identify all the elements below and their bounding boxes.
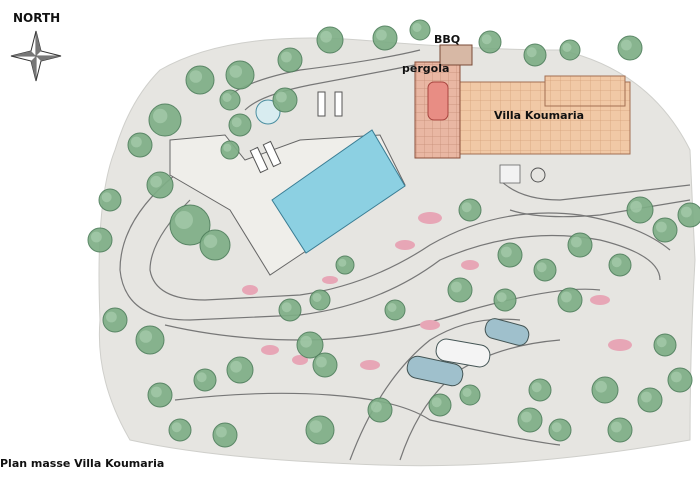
tree-highlight xyxy=(106,311,117,323)
tree-highlight xyxy=(656,337,667,348)
tree-highlight xyxy=(131,136,142,148)
tree-highlight xyxy=(230,360,242,373)
tree-highlight xyxy=(309,420,323,433)
north-label: NORTH xyxy=(13,11,61,25)
compass-rose-icon xyxy=(10,30,62,82)
tree-highlight xyxy=(216,426,227,438)
tree-highlight xyxy=(189,70,203,83)
tree-highlight xyxy=(526,47,537,58)
tree-highlight xyxy=(91,231,102,243)
bbq-label: BBQ xyxy=(434,33,461,46)
map-caption: Plan masse Villa Koumaria xyxy=(0,457,165,470)
tree-highlight xyxy=(462,388,472,397)
tree-highlight xyxy=(621,39,632,51)
pergola-label: pergola xyxy=(402,62,450,75)
tree-highlight xyxy=(496,292,507,303)
tree-highlight xyxy=(671,371,682,383)
tree-highlight xyxy=(171,422,182,433)
sun-lounger xyxy=(249,146,269,174)
tree-highlight xyxy=(139,330,153,343)
sun-lounger xyxy=(262,140,282,168)
tree-highlight xyxy=(461,202,472,213)
tree-highlight xyxy=(561,291,572,303)
tree-highlight xyxy=(412,23,422,32)
villa-wing xyxy=(544,75,626,107)
dining-table xyxy=(427,81,449,121)
tree-highlight xyxy=(316,356,327,368)
tree-highlight xyxy=(231,117,242,128)
tree-highlight xyxy=(175,211,193,229)
tree-highlight xyxy=(151,386,162,398)
tree-highlight xyxy=(300,335,312,348)
villa-steps xyxy=(499,164,521,184)
tree-highlight xyxy=(630,200,642,213)
tree-highlight xyxy=(196,372,207,383)
tree-highlight xyxy=(281,302,292,313)
tree-highlight xyxy=(431,397,442,408)
tree-highlight xyxy=(338,258,347,267)
tree-highlight xyxy=(222,93,232,102)
tree-highlight xyxy=(611,421,622,433)
tree-highlight xyxy=(481,34,492,45)
garden-rosette xyxy=(255,99,281,125)
fountain xyxy=(530,167,546,183)
tree-highlight xyxy=(387,303,397,312)
tree-highlight xyxy=(203,234,218,248)
tree-highlight xyxy=(371,401,382,413)
tree-highlight xyxy=(536,262,547,273)
tree-highlight xyxy=(521,411,532,423)
swimming-pool xyxy=(271,129,406,254)
tree-highlight xyxy=(501,246,512,258)
tree-highlight xyxy=(531,382,542,393)
tree-highlight xyxy=(641,391,652,403)
tree-highlight xyxy=(223,143,232,152)
tree-highlight xyxy=(276,91,287,103)
tree-highlight xyxy=(611,257,622,268)
tree-highlight xyxy=(656,221,667,233)
villa-label: Villa Koumaria xyxy=(494,109,585,122)
tree-highlight xyxy=(320,30,332,43)
car xyxy=(406,355,464,387)
parked-cars xyxy=(406,318,530,387)
tree-highlight xyxy=(312,293,322,302)
tree-highlight xyxy=(281,51,292,63)
tree-highlight xyxy=(571,236,582,248)
car xyxy=(435,338,491,368)
tree-cluster xyxy=(87,19,700,448)
sun-lounger xyxy=(334,91,343,117)
bbq-structure xyxy=(439,44,473,66)
tree-highlight xyxy=(153,108,168,124)
tree-highlight xyxy=(229,65,243,78)
car xyxy=(484,318,530,346)
tree-highlight xyxy=(595,380,607,393)
flower-beds xyxy=(242,212,632,370)
sun-lounger xyxy=(317,91,326,117)
tree-highlight xyxy=(451,281,462,293)
tree-highlight xyxy=(562,43,572,52)
tree-highlight xyxy=(376,29,387,41)
tree-highlight xyxy=(150,175,162,188)
tree-highlight xyxy=(101,192,112,203)
tree-highlight xyxy=(551,422,562,433)
tree-highlight xyxy=(681,206,692,218)
